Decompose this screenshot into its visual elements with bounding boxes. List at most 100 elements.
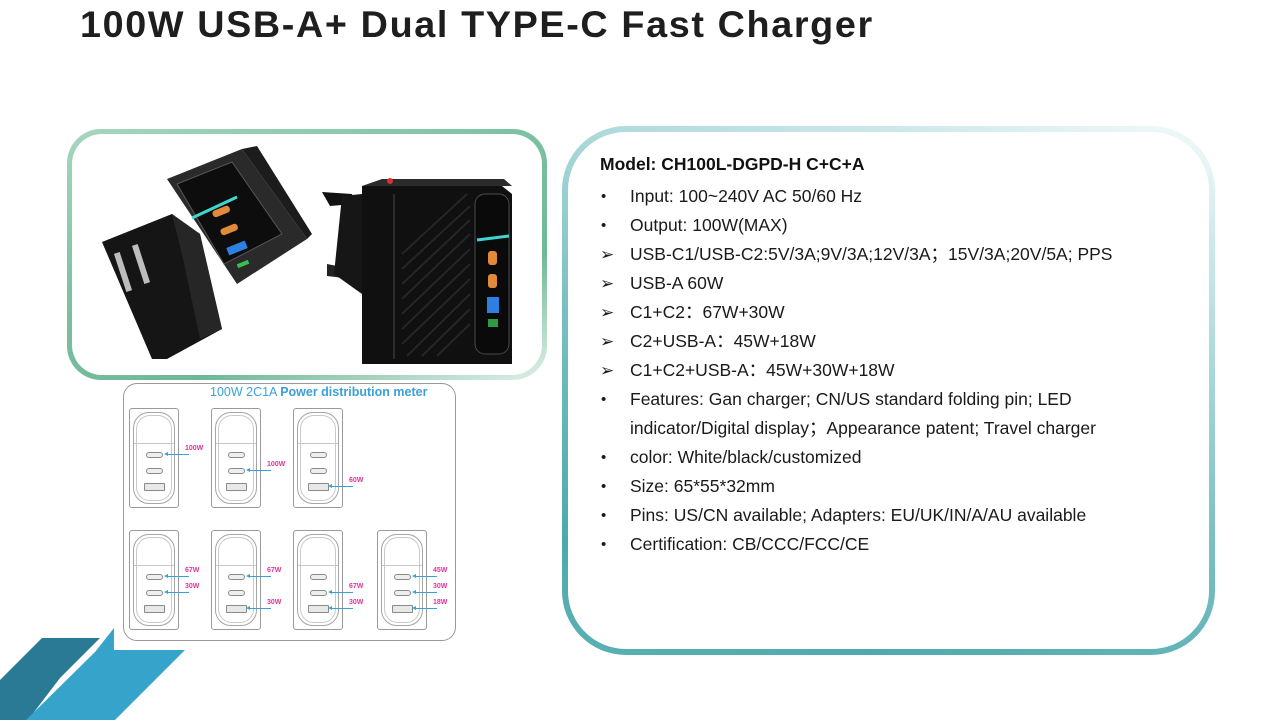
watt-label-c2: 30W	[185, 583, 200, 590]
bullet-icon: •	[601, 449, 607, 466]
meter-title: 100W 2C1A Power distribution meter	[210, 385, 428, 399]
pointer-arrow-icon	[164, 574, 189, 578]
watt-label-c1: 45W	[433, 567, 448, 574]
watt-label-c2: 30W	[433, 583, 448, 590]
divider	[134, 565, 174, 566]
usb-c2-port-icon	[394, 590, 411, 596]
product-photo-frame	[67, 129, 547, 380]
charger-outline	[133, 412, 175, 504]
pointer-arrow-icon	[412, 574, 437, 578]
pointer-arrow-icon	[246, 468, 271, 472]
charger-outline	[381, 534, 423, 626]
bullet-icon: •	[601, 478, 607, 495]
divider	[216, 565, 256, 566]
pointer-arrow-icon	[328, 590, 353, 594]
spec-item-pins: •Pins: US/CN available; Adapters: EU/UK/…	[600, 501, 1180, 530]
watt-label-c1: 100W	[185, 445, 204, 452]
usb-c1-port-icon	[146, 574, 163, 580]
watt-label-a: 30W	[349, 599, 364, 606]
usb-c2-port-icon	[228, 590, 245, 596]
usb-a-port-icon	[308, 483, 329, 491]
spec-item-c1-c2: ➢C1+C2：67W+30W	[600, 298, 1180, 327]
charger-outline	[215, 412, 257, 504]
watt-label-c1: 67W	[267, 567, 282, 574]
usb-c2-port-icon	[146, 468, 163, 474]
usb-c2-port-icon	[228, 468, 245, 474]
arrowhead-bullet-icon: ➢	[600, 274, 615, 293]
model-heading: Model: CH100L-DGPD-H C+C+A	[600, 154, 865, 174]
bullet-icon: •	[601, 536, 607, 553]
product-photo	[72, 134, 542, 375]
usb-c2-port-icon	[310, 468, 327, 474]
charger-diagram	[293, 408, 343, 508]
pointer-arrow-icon	[328, 484, 353, 488]
divider	[298, 443, 338, 444]
charger-us-pins	[102, 214, 222, 359]
arrowhead-bullet-icon: ➢	[600, 332, 615, 351]
arrowhead-bullet-icon: ➢	[600, 245, 615, 264]
charger-outline	[133, 534, 175, 626]
spec-card: Model: CH100L-DGPD-H C+C+A •Input: 100~2…	[568, 132, 1209, 649]
power-distribution-meter: 100W 2C1A Power distribution meter 100W 1…	[123, 383, 456, 641]
decorative-corner-ribbon	[0, 628, 185, 720]
charger-front-tilted	[167, 146, 312, 284]
divider	[382, 565, 422, 566]
pointer-arrow-icon	[412, 606, 437, 610]
watt-label-a: 60W	[349, 477, 364, 484]
led-indicator	[191, 195, 238, 220]
usb-c1-port-icon	[228, 452, 245, 458]
pointer-arrow-icon	[246, 606, 271, 610]
usb-a-port-icon	[392, 605, 413, 613]
spec-item-input: •Input: 100~240V AC 50/60 Hz	[600, 182, 1180, 211]
charger-diagram	[293, 530, 343, 630]
corner-ribbon-light	[26, 628, 185, 720]
usb-c1-port-icon	[310, 452, 327, 458]
watt-label-c2: 100W	[267, 461, 286, 468]
charger-illustration	[102, 146, 512, 364]
watt-label-a: 30W	[267, 599, 282, 606]
charger-diagram	[377, 530, 427, 630]
usb-a-port-icon	[144, 483, 165, 491]
bullet-icon: •	[601, 507, 607, 524]
pointer-arrow-icon	[246, 574, 271, 578]
bullet-icon: •	[601, 391, 607, 408]
spec-item-size: •Size: 65*55*32mm	[600, 472, 1180, 501]
charger-diagram	[211, 530, 261, 630]
spec-item-c1-c2-usb-a: ➢C1+C2+USB-A：45W+30W+18W	[600, 356, 1180, 385]
usb-c1-port-icon	[146, 452, 163, 458]
arrowhead-bullet-icon: ➢	[600, 303, 615, 322]
spec-item-usb-a: ➢USB-A 60W	[600, 269, 1180, 298]
watt-label-a: 18W	[433, 599, 448, 606]
usb-c1-port-icon	[310, 574, 327, 580]
spec-item-certification: •Certification: CB/CCC/FCC/CE	[600, 530, 1180, 559]
spec-item-usb-c: ➢USB-C1/USB-C2:5V/3A;9V/3A;12V/3A；15V/3A…	[600, 240, 1180, 269]
charger-uk-plug	[322, 178, 512, 364]
page-title: 100W USB-A+ Dual TYPE-C Fast Charger	[80, 4, 874, 45]
usb-a-port-icon	[144, 605, 165, 613]
bullet-icon: •	[601, 217, 607, 234]
pointer-arrow-icon	[412, 590, 437, 594]
watt-label-c1: 67W	[185, 567, 200, 574]
charger-outline	[297, 412, 339, 504]
charger-diagram	[211, 408, 261, 508]
usb-c2-port-icon	[146, 590, 163, 596]
usb-c1-port-icon	[228, 574, 245, 580]
bullet-icon: •	[601, 188, 607, 205]
spec-list: •Input: 100~240V AC 50/60 Hz •Output: 10…	[600, 182, 1180, 559]
divider	[298, 565, 338, 566]
divider	[216, 443, 256, 444]
arrowhead-bullet-icon: ➢	[600, 361, 615, 380]
corner-ribbon-dark	[0, 638, 100, 720]
usb-a-port-icon	[308, 605, 329, 613]
spec-item-features: •Features: Gan charger; CN/US standard f…	[600, 385, 1180, 443]
usb-c2-port-icon	[310, 590, 327, 596]
usb-a-port-icon	[226, 605, 247, 613]
spec-item-c2-usb-a: ➢C2+USB-A：45W+18W	[600, 327, 1180, 356]
pointer-arrow-icon	[164, 452, 189, 456]
spec-item-output: •Output: 100W(MAX)	[600, 211, 1180, 240]
spec-card-frame: Model: CH100L-DGPD-H C+C+A •Input: 100~2…	[562, 126, 1215, 655]
divider	[134, 443, 174, 444]
spec-item-color: •color: White/black/customized	[600, 443, 1180, 472]
usb-c1-port-icon	[394, 574, 411, 580]
charger-diagram	[129, 408, 179, 508]
